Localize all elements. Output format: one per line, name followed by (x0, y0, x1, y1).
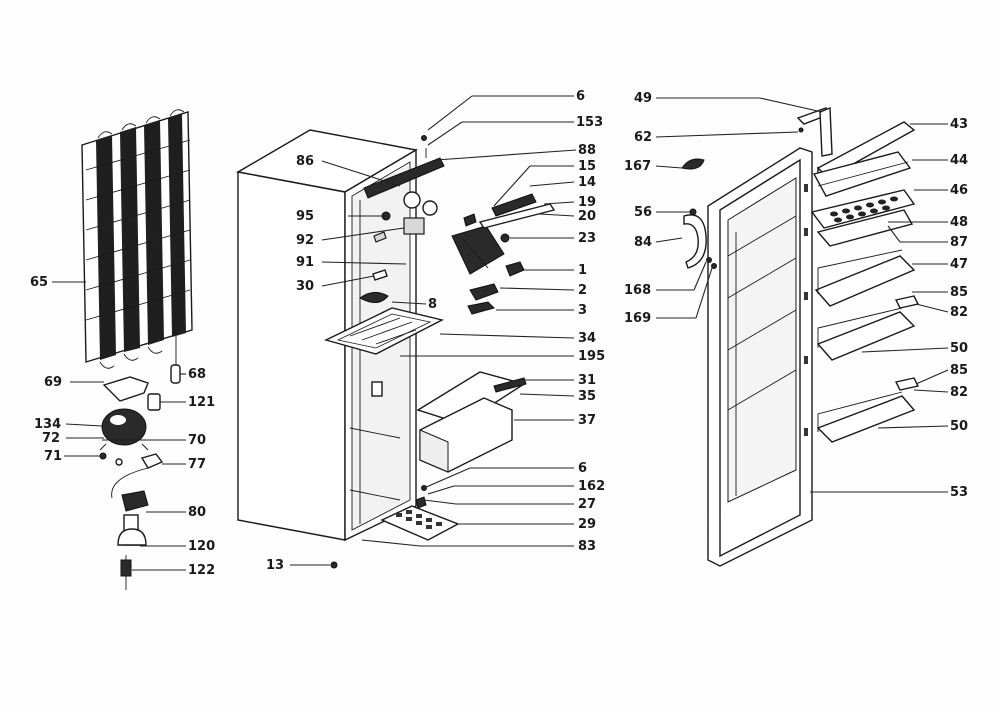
label-72: 72 (42, 431, 60, 446)
label-2: 2 (578, 283, 587, 298)
label-162: 162 (578, 479, 605, 494)
label-84: 84 (634, 235, 652, 250)
label-27: 27 (578, 497, 596, 512)
label-169: 169 (624, 311, 651, 326)
label-83: 83 (578, 539, 596, 554)
label-85-upper: 85 (950, 285, 968, 300)
label-95: 95 (296, 209, 314, 224)
label-44: 44 (950, 153, 968, 168)
label-121: 121 (188, 395, 215, 410)
label-82-upper: 82 (950, 305, 968, 320)
ice-tray (380, 135, 460, 541)
label-47: 47 (950, 257, 968, 272)
label-14: 14 (578, 175, 596, 190)
thermostat-assembly (359, 157, 556, 315)
compressor-group (99, 376, 164, 590)
label-62: 62 (634, 130, 652, 145)
label-30: 30 (296, 279, 314, 294)
label-153: 153 (576, 115, 603, 130)
label-31: 31 (578, 373, 596, 388)
door (681, 106, 833, 567)
label-77: 77 (188, 457, 206, 472)
glass-shelf (324, 307, 444, 355)
label-134: 134 (34, 417, 61, 432)
label-50-lower: 50 (950, 419, 968, 434)
label-29: 29 (578, 517, 596, 532)
label-49: 49 (634, 91, 652, 106)
label-91: 91 (296, 255, 314, 270)
label-46: 46 (950, 183, 968, 198)
label-65: 65 (30, 275, 48, 290)
label-71: 71 (44, 449, 62, 464)
label-37: 37 (578, 413, 596, 428)
label-85-lower: 85 (950, 363, 968, 378)
label-23: 23 (578, 231, 596, 246)
condenser-coil (81, 109, 193, 384)
label-88: 88 (578, 143, 596, 158)
label-48: 48 (950, 215, 968, 230)
crisper-drawer (416, 371, 527, 473)
label-56: 56 (634, 205, 652, 220)
label-122: 122 (188, 563, 215, 578)
label-19: 19 (578, 195, 596, 210)
label-167: 167 (624, 159, 651, 174)
label-92: 92 (296, 233, 314, 248)
label-69: 69 (44, 375, 62, 390)
label-68: 68 (188, 367, 206, 382)
label-3: 3 (578, 303, 587, 318)
label-15: 15 (578, 159, 596, 174)
label-43: 43 (950, 117, 968, 132)
label-70: 70 (188, 433, 206, 448)
label-35: 35 (578, 389, 596, 404)
label-168: 168 (624, 283, 651, 298)
label-6-top: 6 (576, 89, 585, 104)
label-20: 20 (578, 209, 596, 224)
label-13: 13 (266, 558, 284, 573)
label-50-upper: 50 (950, 341, 968, 356)
label-80: 80 (188, 505, 206, 520)
leader-lines (52, 95, 949, 571)
label-34: 34 (578, 331, 596, 346)
label-82-lower: 82 (950, 385, 968, 400)
door-shelves (810, 121, 920, 443)
label-86: 86 (296, 154, 314, 169)
part-labels: 6 153 88 15 14 19 20 23 1 2 3 34 195 31 … (30, 89, 968, 578)
label-6-bottom: 6 (578, 461, 587, 476)
label-120: 120 (188, 539, 215, 554)
label-87: 87 (950, 235, 968, 250)
label-195: 195 (578, 349, 605, 364)
label-8: 8 (428, 297, 437, 312)
label-1: 1 (578, 263, 587, 278)
label-53: 53 (950, 485, 968, 500)
